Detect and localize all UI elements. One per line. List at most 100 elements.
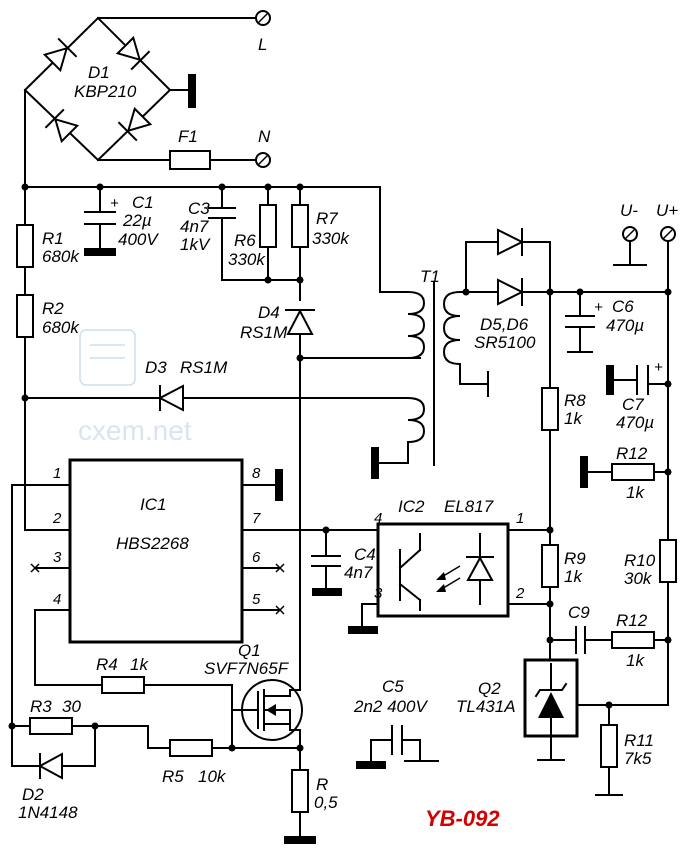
bridge-rectifier-d1: D1 KBP210 (23, 16, 256, 162)
ic1-value: HBS2268 (116, 534, 189, 553)
r5-value: 10k (198, 767, 227, 786)
ic2-pin-4: 4 (374, 510, 382, 527)
capacitor-c7: + C7 470µ (606, 359, 669, 432)
resistor-r6: R6 330k (228, 186, 277, 284)
c6-value: 470µ (606, 316, 644, 335)
terminal-n: N (255, 127, 271, 168)
ic1-pin-8: 8 (252, 465, 261, 482)
ic1-pin-2: 2 (52, 510, 62, 527)
r12b-value: 1k (626, 651, 645, 670)
d5d6-ref: D5,D6 (480, 315, 529, 334)
r-sense-value: 0,5 (314, 793, 338, 812)
ic1-ref: IC1 (140, 495, 166, 514)
c6-ref: C6 (612, 297, 634, 316)
r12b-ref: R12 (616, 611, 648, 630)
r11-value: 7k5 (624, 749, 652, 768)
ic2-value: EL817 (444, 497, 494, 516)
c3-value2: 1kV (180, 235, 211, 254)
d1-value: KBP210 (74, 82, 137, 101)
resistor-r12-upper: R12 1k (580, 444, 669, 502)
resistor-r5: R5 10k (147, 725, 301, 786)
c1-value1: 22µ (122, 211, 152, 230)
ic1-pin-6: 6 (252, 549, 261, 566)
q1-ref: Q1 (238, 641, 261, 660)
d5d6-value: SR5100 (474, 333, 536, 352)
r4-value: 1k (130, 655, 149, 674)
r2-ref: R2 (42, 299, 64, 318)
r-sense-ref: R (316, 775, 328, 794)
c9-ref: C9 (568, 603, 590, 622)
ic2-pin-1: 1 (516, 510, 524, 527)
diodes-d5-d6: D5,D6 SR5100 (459, 228, 669, 352)
ic1-hbs2268: IC1 HBS2268 1 2 3 4 5 6 7 8 (11, 458, 379, 644)
c7-ref: C7 (622, 395, 644, 414)
d4-value: RS1M (240, 323, 288, 342)
diagram-code: YB-092 (425, 806, 500, 831)
c4-value: 4n7 (344, 563, 373, 582)
q1-value: SVF7N65F (204, 659, 290, 678)
resistor-r7: R7 330k (291, 186, 350, 301)
terminal-u-minus: U- (613, 201, 647, 266)
transformer-t1: T1 (371, 267, 489, 479)
f1-ref: F1 (178, 127, 198, 146)
resistor-r1: R1 680k (16, 224, 80, 296)
terminal-u-plus: U+ (656, 201, 678, 706)
r8-ref: R8 (564, 391, 586, 410)
mosfet-q1: Q1 SVF7N65F (204, 641, 304, 771)
r6-value: 330k (228, 250, 266, 269)
d3-value: RS1M (180, 358, 228, 377)
r11-ref: R11 (624, 731, 654, 750)
r9-ref: R9 (564, 549, 586, 568)
c5-ref: C5 (382, 677, 404, 696)
r3-value: 30 (62, 697, 81, 716)
watermark-text: cxem.net (78, 415, 192, 446)
ic1-pin-3: 3 (53, 549, 62, 566)
capacitor-c6: + C6 470µ (565, 291, 644, 353)
watermark: cxem.net (78, 329, 192, 446)
q2-ref: Q2 (478, 679, 501, 698)
r6-ref: R6 (234, 231, 256, 250)
resistor-r10: R10 30k (624, 539, 677, 588)
diode-d4: D4 RS1M (240, 303, 421, 691)
capacitor-c9: C9 (549, 603, 613, 654)
r8-value: 1k (564, 409, 583, 428)
r7-value: 330k (312, 229, 350, 248)
svg-text:+: + (654, 359, 663, 376)
d4-ref: D4 (258, 303, 280, 322)
ic2-pin-3: 3 (374, 585, 383, 602)
ic2-el817: IC2 EL817 1 2 3 4 (348, 497, 551, 634)
t1-ref: T1 (420, 267, 440, 286)
c5-value: 2n2 400V (353, 697, 428, 716)
terminal-l-label: L (258, 35, 267, 54)
resistor-r9: R9 1k (541, 526, 586, 661)
r2-value: 680k (42, 318, 80, 337)
r5-ref: R5 (162, 767, 184, 786)
r7-ref: R7 (316, 209, 338, 228)
capacitor-c3: C3 4n7 1kV (180, 186, 301, 281)
r12a-value: 1k (626, 483, 645, 502)
ic2-pin-2: 2 (515, 585, 525, 602)
q2-value: TL431A (456, 697, 516, 716)
r4-ref: R4 (96, 655, 118, 674)
r1-ref: R1 (42, 229, 64, 248)
d3-ref: D3 (145, 358, 167, 377)
c4-ref: C4 (354, 545, 376, 564)
c3-value1: 4n7 (180, 217, 209, 236)
resistor-r12-lower: R12 1k (611, 611, 672, 670)
ic1-pin-4: 4 (53, 591, 61, 608)
resistor-r8: R8 1k (541, 291, 586, 546)
ic2-ref: IC2 (398, 497, 425, 516)
resistor-r-sense: R 0,5 (284, 769, 338, 844)
r12a-ref: R12 (616, 444, 648, 463)
terminal-l: L (255, 10, 271, 54)
c7-value: 470µ (616, 413, 654, 432)
terminal-n-label: N (258, 127, 271, 146)
resistor-r4: R4 1k (34, 609, 233, 694)
svg-text:+: + (110, 195, 119, 212)
r10-value: 30k (624, 569, 653, 588)
u-minus-label: U- (620, 201, 638, 220)
r9-value: 1k (564, 567, 583, 586)
shunt-regulator-q2: Q2 TL431A (456, 658, 669, 761)
ic1-pin-1: 1 (53, 465, 61, 482)
